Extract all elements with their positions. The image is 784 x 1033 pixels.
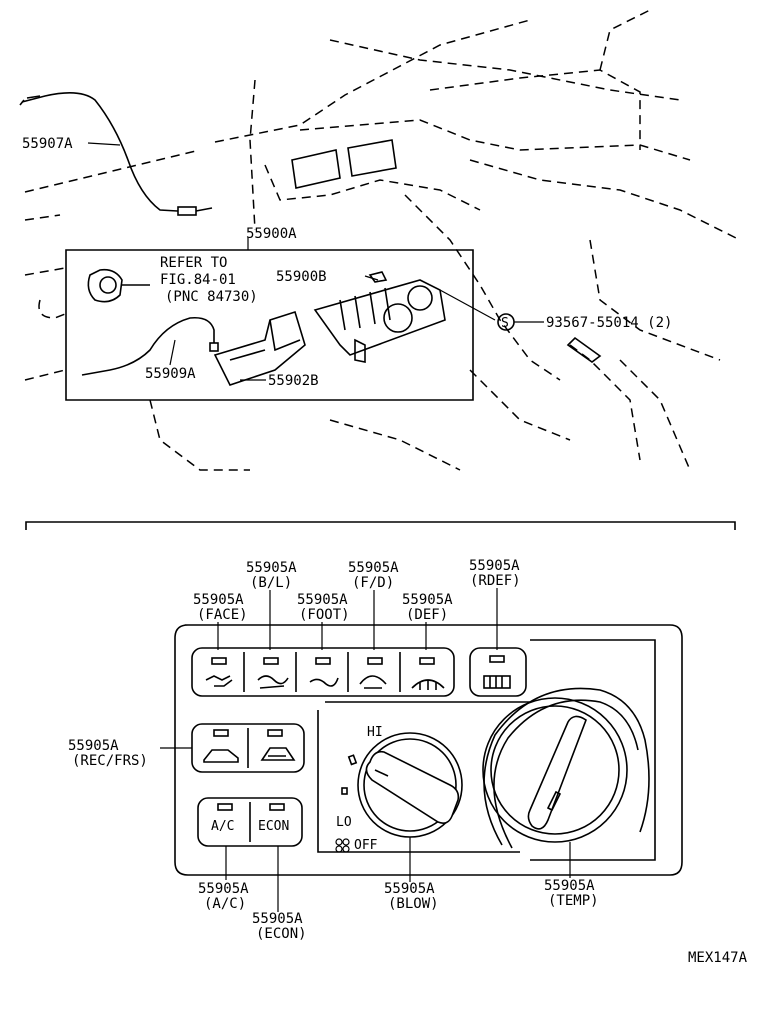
callout-recfrs-num: 55905A <box>68 738 119 754</box>
ac-button-label[interactable]: A/C <box>211 819 234 834</box>
screw-symbol-letter: S <box>501 316 509 331</box>
blower-off-label: OFF <box>354 838 378 853</box>
temp-recess <box>530 639 656 861</box>
callout-temp-sub: (TEMP) <box>548 893 599 909</box>
control-head-assembly <box>313 279 446 363</box>
refer-note-line3: (PNC 84730) <box>165 289 258 305</box>
mode-bl-button[interactable] <box>257 657 289 689</box>
callout-rdef-sub: (RDEF) <box>470 573 521 589</box>
callout-foot-num: 55905A <box>297 592 348 608</box>
callout-face-num: 55905A <box>193 592 244 608</box>
callout-blow-sub: (BLOW) <box>388 896 439 912</box>
callout-ac-sub: (A/C) <box>204 896 246 912</box>
fan-icon <box>335 838 350 853</box>
callout-93567: 93567-55014 (2) <box>546 315 672 331</box>
mode-def-button[interactable] <box>411 657 445 690</box>
blower-hi-label: HI <box>367 725 383 740</box>
mode-button-group <box>191 647 455 697</box>
callout-bl-num: 55905A <box>246 560 297 576</box>
ac-econ-group <box>197 797 303 847</box>
rec-frs-button[interactable] <box>191 723 305 773</box>
dashboard-outline <box>24 9 741 471</box>
econ-button-label[interactable]: ECON <box>258 819 289 834</box>
callout-econ-sub: (ECON) <box>256 926 307 942</box>
blower-lo-label: LO <box>336 815 352 830</box>
mode-foot-button[interactable] <box>309 657 339 687</box>
callout-55900b: 55900B <box>276 269 327 285</box>
callout-55900a: 55900A <box>246 226 297 242</box>
refer-note-line1: REFER TO <box>160 255 227 271</box>
refer-note-line2: FIG.84-01 <box>160 272 236 288</box>
callout-temp-num: 55905A <box>544 878 595 894</box>
mode-face-button[interactable] <box>205 657 233 687</box>
cable-55909a <box>81 316 219 376</box>
callout-rdef-num: 55905A <box>469 558 520 574</box>
callout-bl-sub: (B/L) <box>250 575 292 591</box>
callout-def-num: 55905A <box>402 592 453 608</box>
servo-motor <box>87 268 150 303</box>
assembly-box <box>65 249 474 401</box>
knob-cap <box>368 271 388 283</box>
control-panel <box>174 624 683 876</box>
callout-blow-num: 55905A <box>384 881 435 897</box>
panel-leaders <box>160 588 571 912</box>
callout-recfrs-sub: (REC/FRS) <box>72 753 148 769</box>
section-divider <box>25 521 736 530</box>
rdef-button[interactable] <box>469 647 527 697</box>
temp-knob[interactable] <box>482 687 650 849</box>
blower-step-mark <box>341 787 348 795</box>
callout-fd-sub: (F/D) <box>352 575 394 591</box>
callout-foot-sub: (FOOT) <box>299 607 350 623</box>
bracket-55902b <box>213 310 306 386</box>
cable-55907a <box>19 92 213 216</box>
callout-ac-num: 55905A <box>198 881 249 897</box>
callout-face-sub: (FACE) <box>197 607 248 623</box>
callout-55909a: 55909A <box>145 366 196 382</box>
blower-knob[interactable] <box>357 732 463 838</box>
blower-step-mark <box>347 754 358 766</box>
callout-fd-num: 55905A <box>348 560 399 576</box>
mode-fd-button[interactable] <box>359 657 387 689</box>
figure-code: MEX147A <box>688 950 748 966</box>
callout-econ-num: 55905A <box>252 911 303 927</box>
callout-55907a: 55907A <box>22 136 73 152</box>
callout-def-sub: (DEF) <box>406 607 448 623</box>
callout-55902b: 55902B <box>268 373 319 389</box>
blower-recess <box>317 701 530 853</box>
